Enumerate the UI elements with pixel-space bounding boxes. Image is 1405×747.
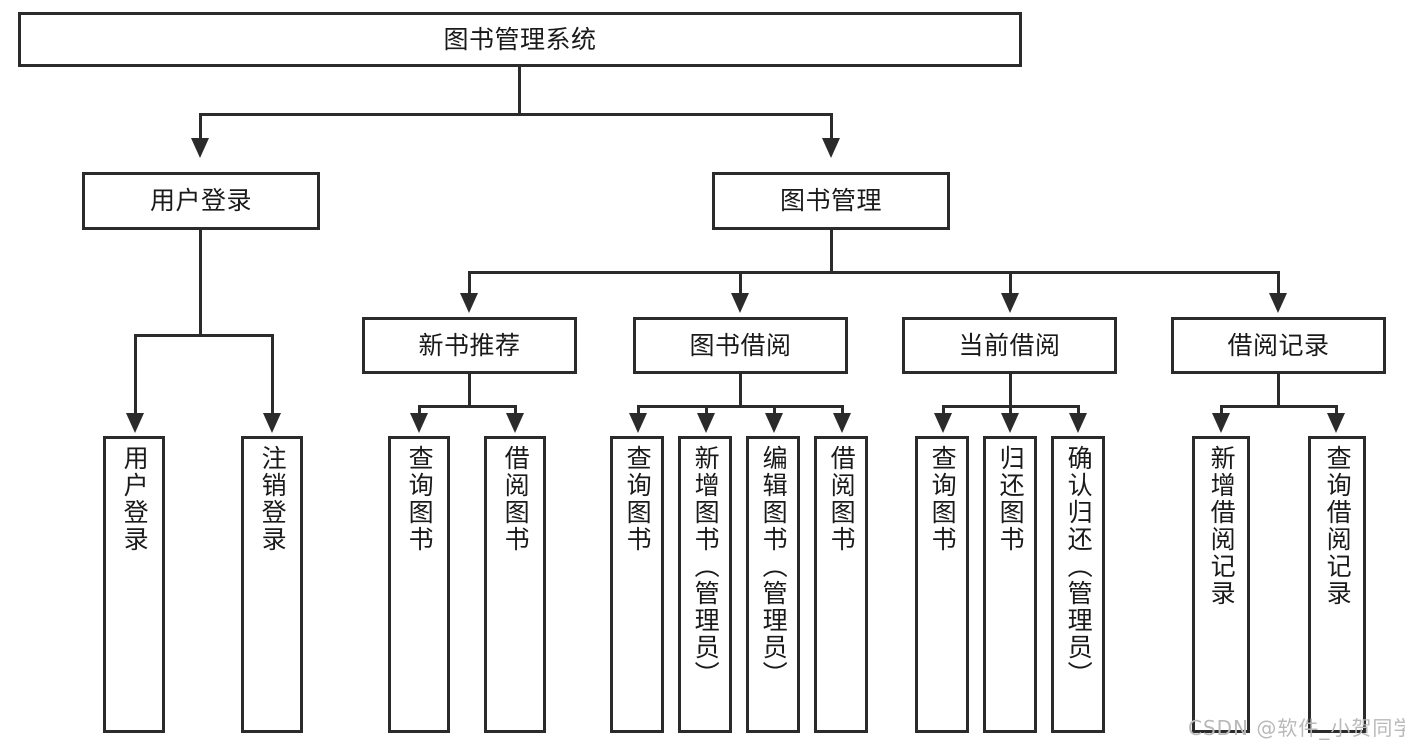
- connector-book-manage-to-book-borrow: [739, 271, 742, 295]
- node-label: 编辑图书（管理员）: [759, 445, 789, 688]
- connector-book-borrow-to-leaf-3: [773, 405, 776, 416]
- node-book-borrow[interactable]: 图书借阅: [633, 317, 848, 374]
- node-leaf-query-borrow-record[interactable]: 查询借阅记录: [1308, 436, 1366, 733]
- node-leaf-logout[interactable]: 注销登录: [241, 436, 303, 733]
- node-label: 用户登录: [149, 186, 252, 215]
- connector-current-borrow-trunk: [1009, 374, 1012, 405]
- node-leaf-query-book-borrow[interactable]: 查询图书: [610, 436, 664, 733]
- node-label: 借阅图书: [501, 445, 531, 553]
- arrowhead-root-to-user-login: [191, 138, 209, 158]
- node-user-login[interactable]: 用户登录: [82, 172, 320, 230]
- node-borrow-record[interactable]: 借阅记录: [1171, 317, 1386, 374]
- connector-user-login-bus: [134, 334, 272, 337]
- node-current-borrow[interactable]: 当前借阅: [902, 317, 1117, 374]
- node-label: 归还图书: [996, 445, 1026, 553]
- node-leaf-borrow-book[interactable]: 借阅图书: [814, 436, 868, 733]
- connector-root-to-book-manage: [830, 113, 833, 141]
- arrowhead-user-login-to-leaf-1: [126, 413, 144, 433]
- arrowhead-current-borrow-to-leaf-2: [1001, 413, 1019, 433]
- connector-root-trunk: [518, 67, 521, 113]
- connector-user-login-to-leaf-2: [271, 334, 274, 416]
- arrowhead-book-borrow-to-leaf-3: [765, 413, 783, 433]
- arrowhead-new-book-to-leaf-1: [410, 413, 428, 433]
- connector-book-manage-to-borrow-record: [1277, 271, 1280, 295]
- connector-user-login-trunk: [199, 230, 202, 334]
- connector-book-manage-to-new-book: [468, 271, 471, 295]
- connector-borrow-record-trunk: [1277, 374, 1280, 405]
- node-label: 图书管理系统: [443, 24, 597, 54]
- node-leaf-add-book[interactable]: 新增图书（管理员）: [678, 436, 732, 733]
- connector-new-book-trunk: [468, 374, 471, 405]
- arrowhead-root-to-book-manage: [822, 138, 840, 158]
- node-leaf-return-book[interactable]: 归还图书: [983, 436, 1037, 733]
- node-label: 用户登录: [120, 445, 150, 553]
- arrowhead-borrow-record-to-leaf-1: [1212, 413, 1230, 433]
- connector-borrow-record-to-leaf-2: [1335, 405, 1338, 416]
- arrowhead-book-borrow-to-leaf-2: [697, 413, 715, 433]
- node-label: 新增图书（管理员）: [691, 445, 721, 688]
- connector-user-login-to-leaf-1: [134, 334, 137, 416]
- connector-borrow-record-to-leaf-1: [1220, 405, 1223, 416]
- connector-book-borrow-bus: [637, 405, 843, 408]
- connector-book-borrow-trunk: [739, 374, 742, 405]
- arrowhead-book-manage-to-book-borrow: [731, 293, 749, 313]
- node-label: 查询图书: [405, 445, 435, 553]
- arrowhead-current-borrow-to-leaf-1: [934, 413, 952, 433]
- node-new-book-recommend[interactable]: 新书推荐: [362, 317, 577, 374]
- node-label: 查询图书: [928, 445, 958, 553]
- node-label: 查询图书: [623, 445, 653, 553]
- arrowhead-book-manage-to-new-book: [460, 293, 478, 313]
- connector-borrow-record-bus: [1220, 405, 1338, 408]
- arrowhead-borrow-record-to-leaf-2: [1327, 413, 1345, 433]
- arrowhead-book-manage-to-borrow-record: [1269, 293, 1287, 313]
- node-label: 注销登录: [258, 445, 288, 553]
- node-label: 借阅记录: [1227, 330, 1330, 360]
- node-label: 借阅图书: [827, 445, 857, 553]
- node-leaf-edit-book[interactable]: 编辑图书（管理员）: [746, 436, 800, 733]
- node-label: 当前借阅: [958, 330, 1061, 360]
- node-leaf-confirm-return[interactable]: 确认归还（管理员）: [1051, 436, 1105, 733]
- connector-current-borrow-to-leaf-3: [1077, 405, 1080, 416]
- arrowhead-book-manage-to-current-borrow: [1001, 293, 1019, 313]
- connector-root-bus: [199, 113, 833, 116]
- connector-book-borrow-to-leaf-1: [637, 405, 640, 416]
- csdn-watermark: CSDN @软件_小贺同学: [1188, 716, 1405, 740]
- arrowhead-current-borrow-to-leaf-3: [1069, 413, 1087, 433]
- connector-book-manage-bus: [468, 271, 1279, 274]
- connector-new-book-to-leaf-1: [418, 405, 421, 416]
- connector-current-borrow-to-leaf-1: [942, 405, 945, 416]
- node-leaf-add-borrow-record[interactable]: 新增借阅记录: [1192, 436, 1250, 733]
- connector-book-manage-trunk: [830, 230, 833, 271]
- node-leaf-user-login[interactable]: 用户登录: [103, 436, 165, 733]
- node-label: 新书推荐: [418, 330, 521, 360]
- node-leaf-query-book-current[interactable]: 查询图书: [915, 436, 969, 733]
- node-label: 图书管理: [779, 186, 882, 215]
- node-label: 新增借阅记录: [1207, 445, 1237, 607]
- node-label: 确认归还（管理员）: [1064, 445, 1094, 688]
- node-leaf-query-book-recommend[interactable]: 查询图书: [388, 436, 450, 733]
- connector-new-book-to-leaf-2: [514, 405, 517, 416]
- node-root-book-management-system[interactable]: 图书管理系统: [18, 12, 1022, 67]
- connector-root-to-user-login: [199, 113, 202, 141]
- node-label: 查询借阅记录: [1323, 445, 1353, 607]
- node-label: 图书借阅: [689, 330, 792, 360]
- connector-current-borrow-to-leaf-2: [1009, 405, 1012, 416]
- node-leaf-borrow-book-recommend[interactable]: 借阅图书: [484, 436, 546, 733]
- arrowhead-book-borrow-to-leaf-1: [629, 413, 647, 433]
- connector-book-borrow-to-leaf-4: [841, 405, 844, 416]
- node-book-management[interactable]: 图书管理: [712, 172, 950, 230]
- connector-new-book-bus: [418, 405, 517, 408]
- connector-book-manage-to-current-borrow: [1009, 271, 1012, 295]
- connector-book-borrow-to-leaf-2: [705, 405, 708, 416]
- arrowhead-book-borrow-to-leaf-4: [833, 413, 851, 433]
- arrowhead-new-book-to-leaf-2: [506, 413, 524, 433]
- arrowhead-user-login-to-leaf-2: [263, 413, 281, 433]
